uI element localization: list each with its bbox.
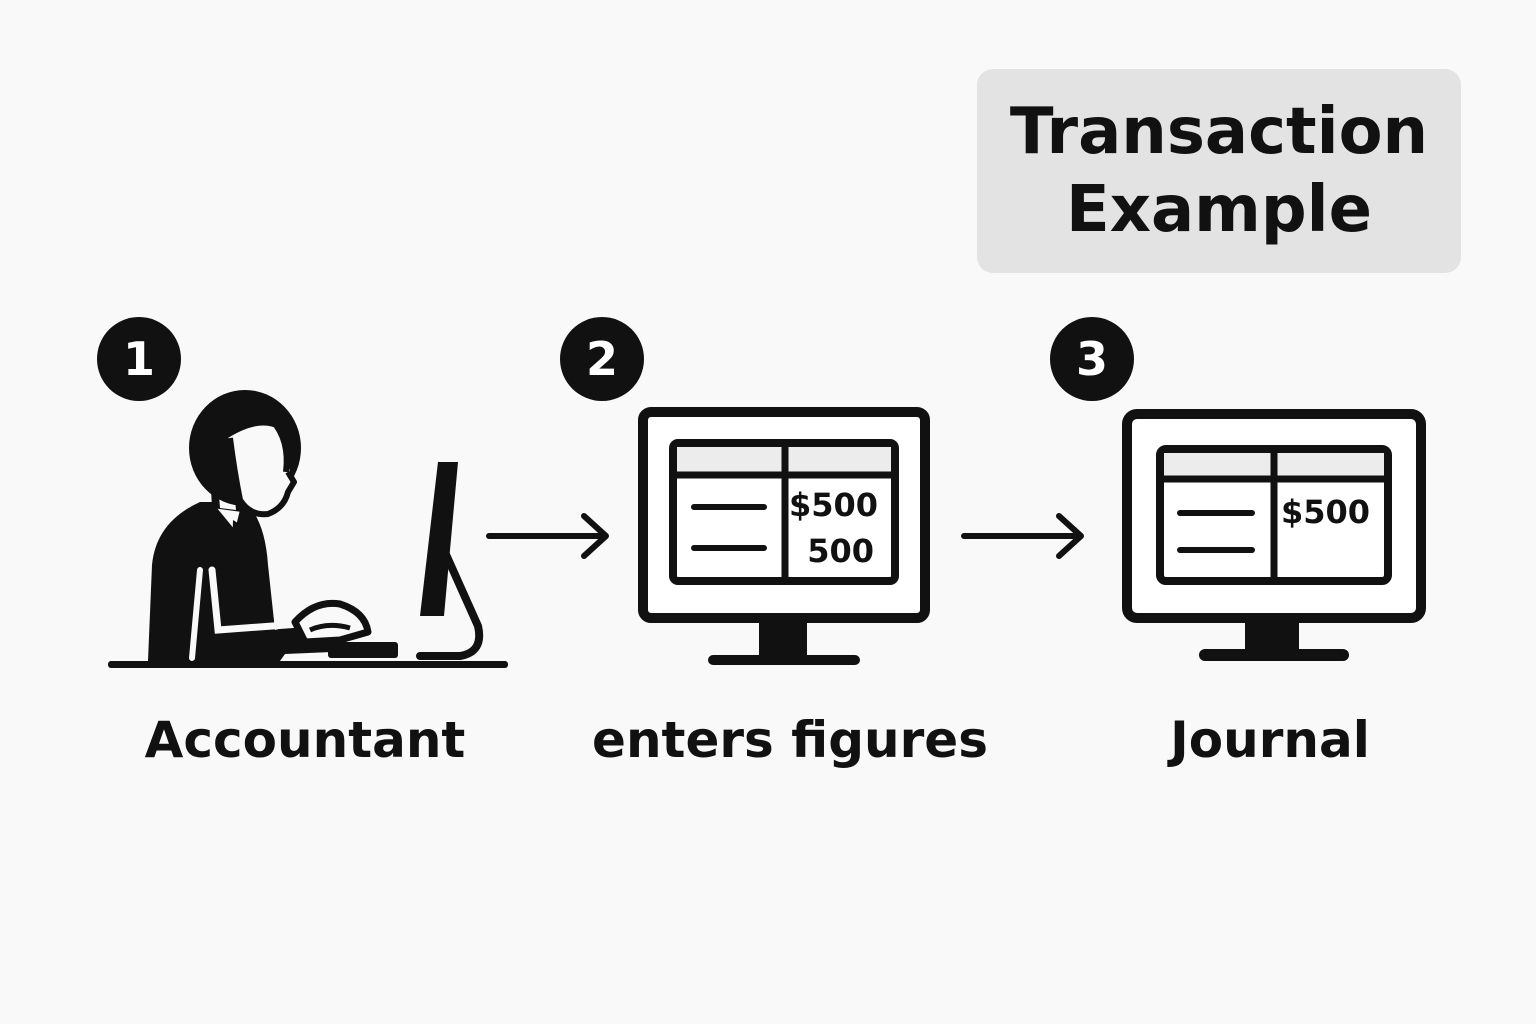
entry-amount-2: 500 [807, 532, 874, 570]
monitor-entry-icon: $500 500 [638, 407, 930, 665]
entry-amount-1: $500 [789, 486, 878, 524]
step-3-label: Journal [1170, 711, 1370, 769]
journal-amount: $500 [1281, 493, 1370, 531]
arrow-right-icon [486, 513, 609, 559]
accountant-icon [108, 390, 508, 668]
diagram-title-box: Transaction Example [977, 69, 1461, 273]
arrow-right-icon [961, 513, 1084, 559]
step-2-badge: 2 [560, 317, 644, 401]
step-1-label: Accountant [144, 711, 466, 769]
step-3-badge: 3 [1050, 317, 1134, 401]
monitor-journal-icon: $500 [1122, 409, 1426, 661]
diagram-title: Transaction Example [1009, 95, 1429, 247]
step-1-badge: 1 [97, 317, 181, 401]
step-2-label: enters figures [592, 711, 988, 769]
